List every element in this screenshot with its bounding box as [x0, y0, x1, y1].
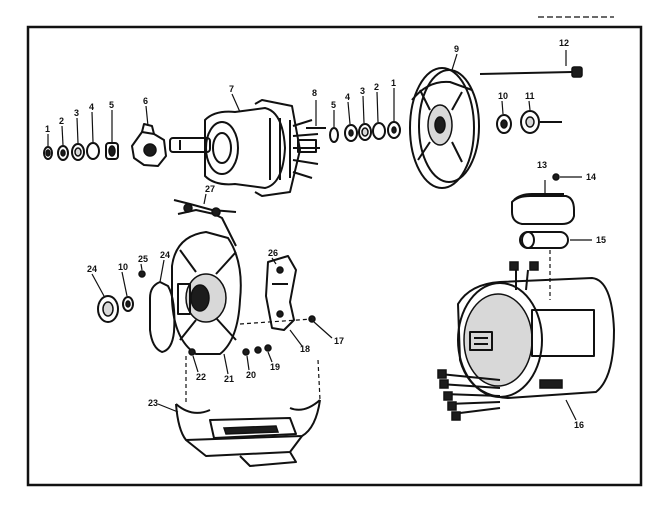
callout-25: 25 [138, 254, 148, 264]
gasket-part-24 [149, 281, 176, 353]
callout-16: 16 [574, 420, 584, 430]
callout-24-lower: 24 [87, 264, 97, 274]
motor-frame-part-16 [437, 250, 615, 421]
bearing-part-5-left [105, 142, 119, 160]
washer-part-3-left [71, 143, 85, 161]
callout-23: 23 [148, 398, 158, 408]
callout-3-left: 3 [74, 108, 79, 118]
callout-1-left: 1 [45, 124, 50, 134]
spring-clip-part-27 [173, 193, 237, 247]
washer-part-10 [496, 114, 512, 134]
callout-18: 18 [300, 344, 310, 354]
washer-part-4-left [86, 142, 100, 160]
washer-part-2-left [57, 145, 69, 161]
rotor-assembly-part-7 [169, 99, 320, 197]
callout-5-right: 5 [331, 100, 336, 110]
washer-part-5-right [329, 127, 339, 143]
callout-4-right: 4 [345, 92, 350, 102]
callout-9: 9 [454, 44, 459, 54]
callout-19: 19 [270, 362, 280, 372]
callout-3-right: 3 [360, 86, 365, 96]
callout-20: 20 [246, 370, 256, 380]
callout-2-left: 2 [59, 116, 64, 126]
washer-part-1-left [43, 146, 53, 160]
capacitor-part-13 [511, 180, 575, 225]
end-bell-front-assembly [171, 231, 242, 355]
callout-8: 8 [312, 88, 317, 98]
callout-6: 6 [143, 96, 148, 106]
callout-12: 12 [559, 38, 569, 48]
fan-hub-part-6 [131, 123, 167, 167]
small-parts-19-22 [188, 344, 272, 356]
bearing-part-11 [520, 110, 562, 134]
end-bell-part-9 [409, 67, 480, 189]
callout-7: 7 [229, 84, 234, 94]
callout-24-upper: 24 [160, 250, 170, 260]
callout-1-right: 1 [391, 78, 396, 88]
callout-17: 17 [334, 336, 344, 346]
washer-part-4-right [344, 124, 358, 142]
callout-21: 21 [224, 374, 234, 384]
callout-11: 11 [525, 91, 535, 101]
base-part-23 [175, 356, 321, 467]
callout-4-left: 4 [89, 102, 94, 112]
callout-leaders [47, 53, 531, 413]
callout-10: 10 [498, 91, 508, 101]
terminal-part-17 [239, 315, 316, 325]
callout-27: 27 [205, 184, 215, 194]
diagram-frame [26, 25, 643, 487]
capacitor-part-15 [519, 231, 592, 249]
bearing-part-26 [97, 295, 119, 323]
callout-10-lower: 10 [118, 262, 128, 272]
callout-22: 22 [196, 372, 206, 382]
callout-26: 26 [268, 248, 278, 258]
callout-5-left: 5 [109, 100, 114, 110]
callout-2-right: 2 [374, 82, 379, 92]
washer-part-10-lower [122, 296, 134, 312]
key-part-8 [306, 100, 326, 129]
callout-13: 13 [537, 160, 547, 170]
switch-part-18 [265, 255, 297, 331]
washer-part-2-right [372, 122, 386, 140]
washer-part-3-right [358, 123, 372, 141]
screw-part-25 [138, 270, 146, 278]
callout-14: 14 [586, 172, 596, 182]
through-bolt-part-12 [479, 50, 583, 78]
washer-part-1-right [387, 121, 401, 139]
callout-15: 15 [596, 235, 606, 245]
screw-part-14 [552, 173, 582, 181]
